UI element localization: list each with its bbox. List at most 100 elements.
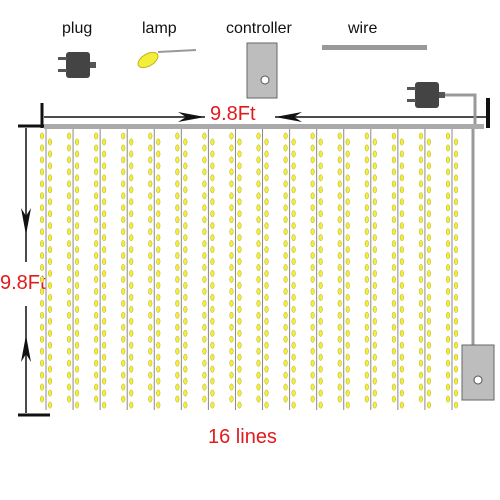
lamp-bulb [237, 246, 242, 254]
lamp-bulb [39, 347, 45, 355]
lamp-bulb [202, 228, 207, 236]
lamp-bulb [310, 347, 315, 355]
lamp-bulb [418, 228, 423, 236]
lamp-bulb [364, 299, 369, 307]
lamp-bulb [94, 287, 99, 295]
light-strands [39, 129, 459, 410]
lamp-bulb [345, 389, 350, 397]
lamp-bulb [364, 383, 369, 391]
lamp-bulb [39, 156, 45, 164]
lamp-bulb [210, 258, 215, 265]
lamp-bulb [445, 264, 451, 271]
lamp-bulb [445, 347, 451, 355]
lamp-bulb [75, 401, 80, 409]
lamp-bulb [283, 383, 288, 391]
lamp-bulb [210, 305, 215, 313]
lamp-bulb [264, 138, 269, 146]
lamp-bulb [129, 162, 134, 170]
lamp-bulb [283, 252, 288, 260]
width-dimension-arrow [40, 98, 490, 128]
lamp-bulb [148, 383, 153, 391]
lamp-bulb [175, 335, 180, 343]
lamp-bulb [345, 377, 350, 385]
lamp-bulb [453, 246, 459, 254]
lamp-bulb [418, 132, 423, 140]
lamp-bulb [264, 365, 269, 373]
lamp-bulb [102, 258, 107, 265]
lamp-bulb [418, 347, 423, 355]
lamp-bulb [264, 293, 269, 301]
lamp-bulb [453, 138, 459, 146]
lamp-bulb [318, 174, 323, 182]
lamp-bulb [445, 371, 451, 379]
lamp-bulb [47, 305, 53, 313]
lamp-bulb [129, 353, 134, 361]
lamp-bulb [210, 150, 215, 158]
lamp-bulb [210, 329, 215, 337]
lamp-bulb [391, 168, 396, 176]
lamp-bulb [121, 192, 126, 200]
lamp-bulb [39, 180, 45, 188]
lamp-bulb [345, 329, 350, 337]
lamp-bulb [256, 264, 261, 271]
lamp-bulb [372, 270, 377, 277]
lamp-bulb [183, 234, 188, 242]
lamp-bulb [39, 252, 45, 260]
lamp-bulb [318, 305, 323, 313]
lamp-bulb [202, 192, 207, 200]
lamp-bulb [426, 389, 431, 397]
lamp-bulb [183, 317, 188, 325]
lamp-bulb [75, 293, 80, 301]
lamp-bulb [175, 383, 180, 391]
lamp-bulb [283, 347, 288, 355]
lamp-bulb [391, 264, 396, 271]
lamp-bulb [310, 276, 315, 283]
lamp-bulb [318, 210, 323, 218]
lamp-bulb [364, 168, 369, 176]
lamp-bulb [148, 371, 153, 379]
lamp-bulb [47, 341, 53, 349]
lamp-bulb [229, 228, 234, 236]
light-strand [67, 129, 80, 410]
lamp-bulb [453, 174, 459, 182]
lamp-bulb [129, 150, 134, 158]
lamp-bulb [337, 383, 342, 391]
lamp-bulb [310, 216, 315, 224]
lamp-bulb [175, 371, 180, 379]
lamp-bulb [426, 150, 431, 158]
lamp-bulb [183, 222, 188, 230]
lamp-bulb [202, 240, 207, 248]
lamp-bulb [310, 168, 315, 176]
lamp-bulb [256, 168, 261, 176]
lamp-bulb [391, 323, 396, 331]
lamp-bulb [453, 222, 459, 230]
lamp-bulb [237, 174, 242, 182]
lamp-bulb [39, 240, 45, 248]
lamp-bulb [175, 311, 180, 319]
lamp-bulb [418, 204, 423, 212]
lamp-bulb [229, 216, 234, 224]
lamp-bulb [453, 282, 459, 289]
lamp-bulb [102, 341, 107, 349]
lamp-bulb [156, 186, 161, 194]
lamp-bulb [47, 258, 53, 265]
lamp-bulb [318, 293, 323, 301]
lamp-bulb [67, 204, 72, 212]
lamp-bulb [210, 246, 215, 254]
lamp-bulb [102, 305, 107, 313]
lamp-bulb [75, 353, 80, 361]
lamp-bulb [256, 144, 261, 152]
lamp-bulb [283, 144, 288, 152]
lamp-bulb [156, 317, 161, 325]
lamp-bulb [318, 138, 323, 146]
lamp-bulb [102, 401, 107, 409]
lamp-bulb [229, 180, 234, 188]
lamp-bulb [94, 276, 99, 283]
power-plug-icon [407, 82, 477, 124]
lamp-bulb [372, 377, 377, 385]
lamp-bulb [148, 228, 153, 236]
lamp-bulb [121, 323, 126, 331]
lamp-bulb [39, 287, 45, 295]
lamp-bulb [121, 287, 126, 295]
